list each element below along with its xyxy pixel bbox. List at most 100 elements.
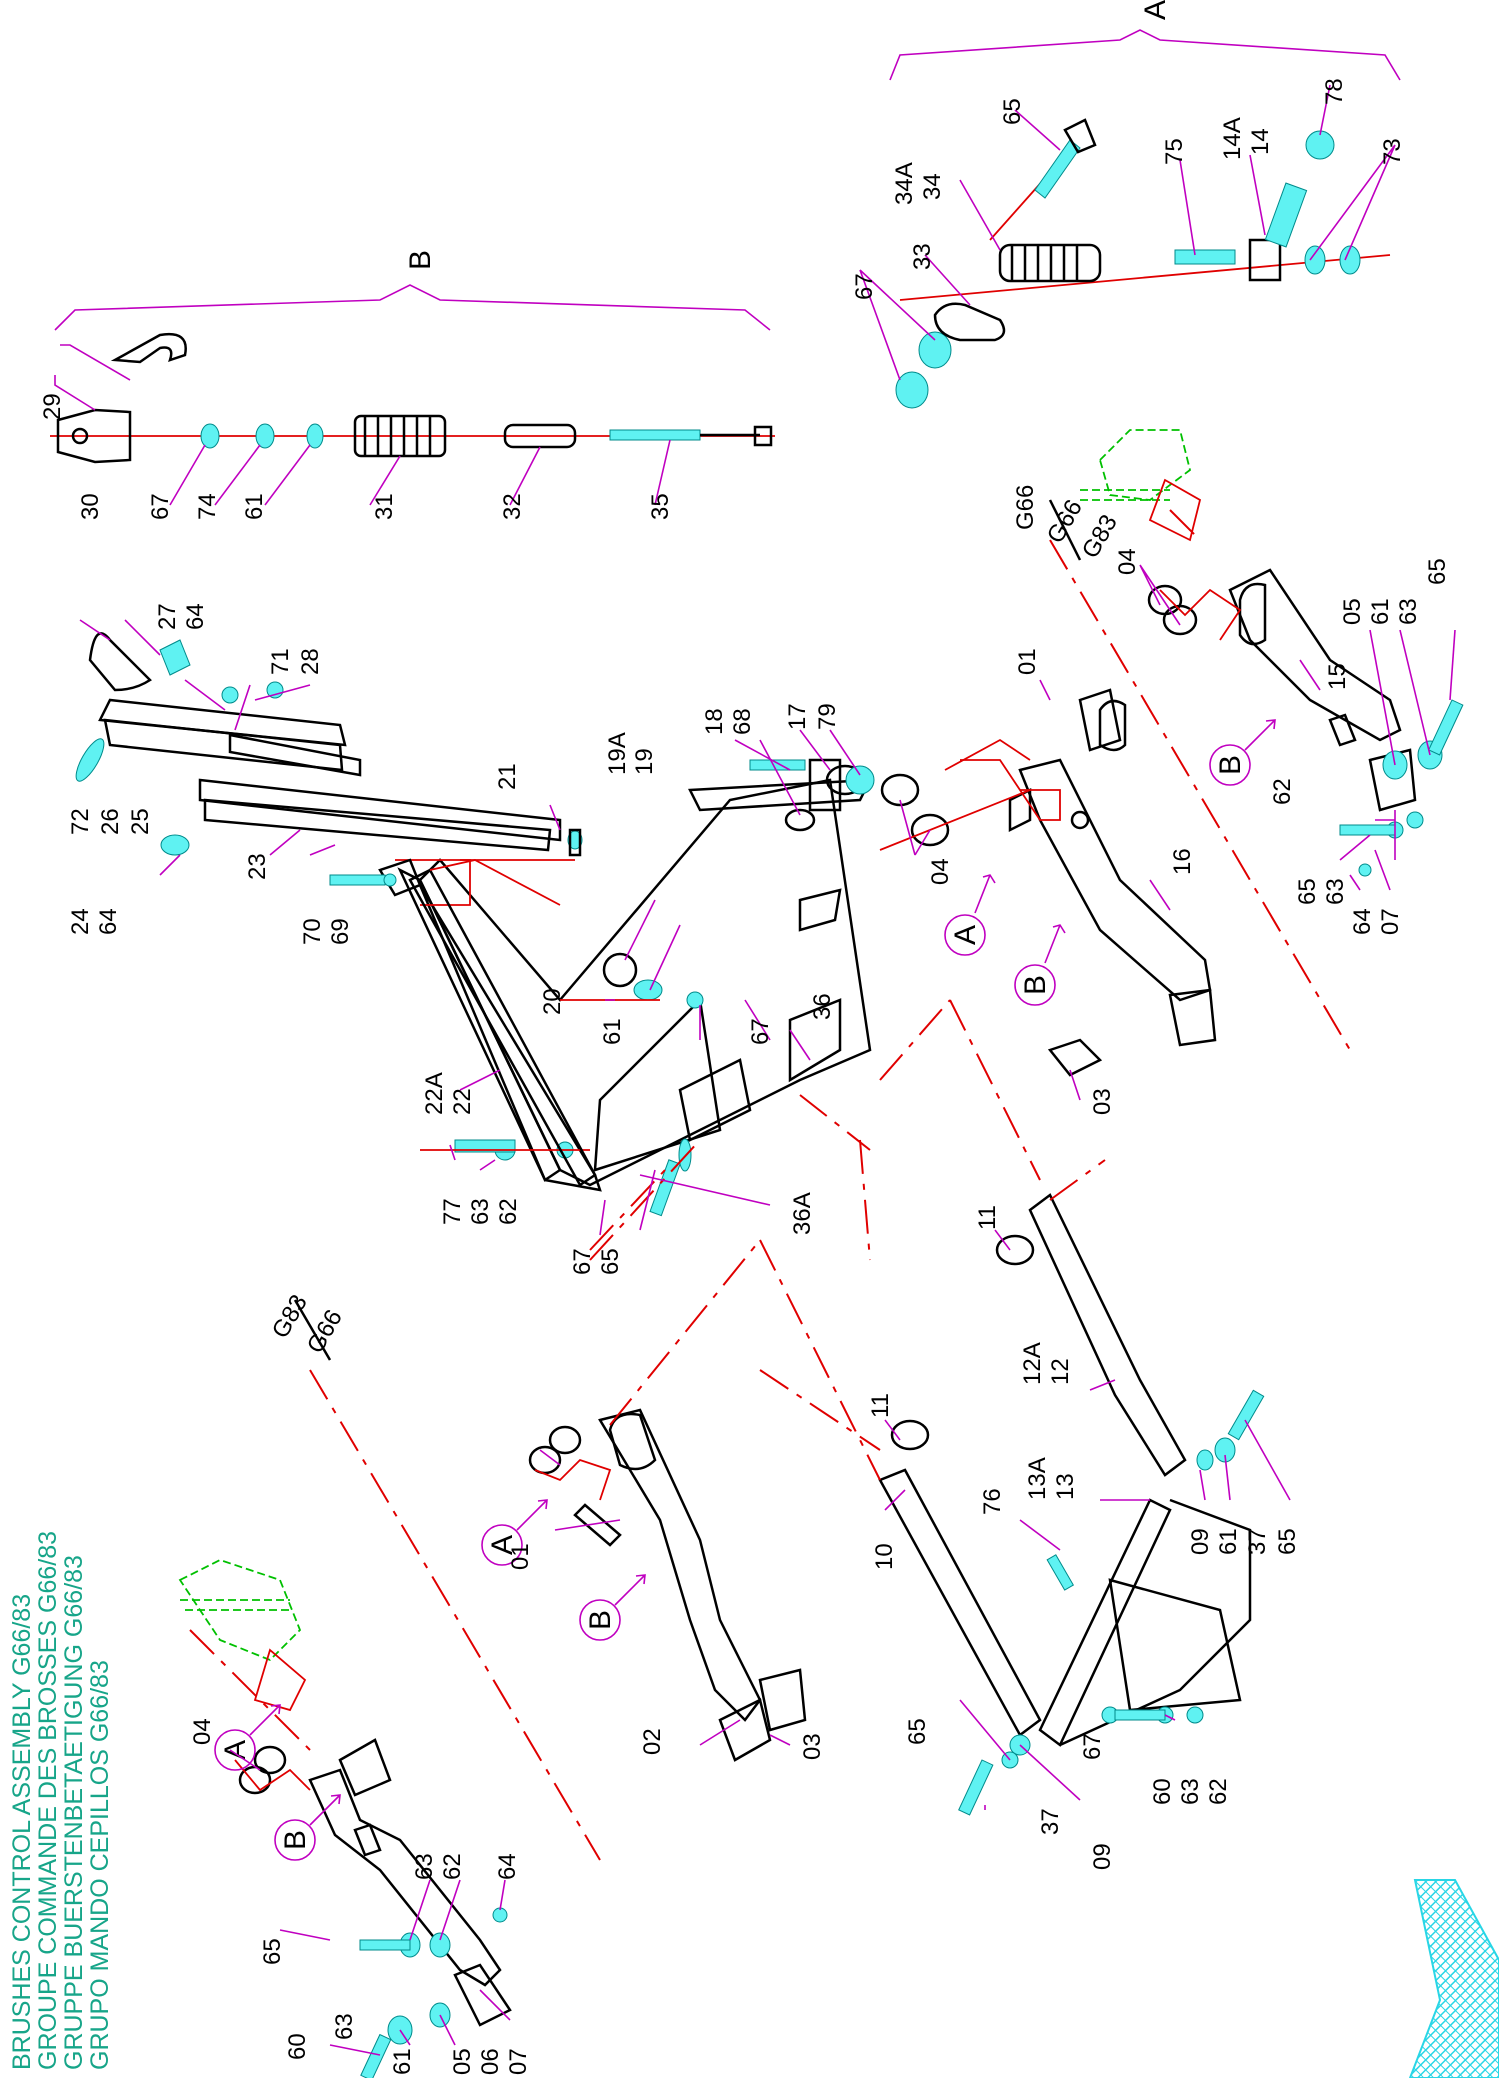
callout-20: 20 — [539, 988, 566, 1015]
callout-10: 10 — [871, 1543, 898, 1570]
callout-79: 79 — [814, 703, 841, 730]
group-b-bracket: B — [54, 250, 771, 331]
callout-28: 28 — [297, 648, 324, 675]
callout-76: 76 — [979, 1488, 1006, 1515]
callout-64: 64 — [1349, 908, 1376, 935]
callout-31: 31 — [371, 493, 398, 520]
callout-24: 24 — [67, 908, 94, 935]
callout-03: 03 — [1089, 1088, 1116, 1115]
callout-09: 09 — [1187, 1528, 1214, 1555]
callout-69: 69 — [327, 918, 354, 945]
callout-64: 64 — [95, 908, 122, 935]
callout-11: 11 — [867, 1393, 894, 1418]
callout-01: 01 — [1014, 648, 1041, 675]
callout-72: 72 — [67, 808, 94, 835]
callout-67: 67 — [147, 493, 174, 520]
callout-61: 61 — [1215, 1528, 1242, 1555]
callout-04: 04 — [189, 1718, 216, 1745]
right-arm-16 — [879, 688, 1217, 1077]
left-arm-02 — [528, 1408, 807, 1762]
callout-62: 62 — [1205, 1778, 1232, 1805]
callout-60: 60 — [1149, 1778, 1176, 1805]
callout-03: 03 — [799, 1733, 826, 1760]
callout-26: 26 — [97, 808, 124, 835]
callout-70: 70 — [299, 918, 326, 945]
callout-65: 65 — [904, 1718, 931, 1745]
callout-22: 22 — [449, 1088, 476, 1115]
svg-text:A: A — [486, 1535, 519, 1555]
variant-g66-right: G66 — [1042, 495, 1088, 548]
group-b-assembly — [50, 332, 775, 464]
callout-15: 15 — [1324, 663, 1351, 690]
ref-markers: A B B A B A B — [214, 719, 1276, 1861]
title-fr: GROUPE COMMANDE DES BROSSES G66/83 — [34, 1531, 62, 2070]
callout-07: 07 — [1377, 908, 1404, 935]
hook-part — [110, 332, 187, 364]
callout-35: 35 — [647, 493, 674, 520]
callout-29: 29 — [39, 393, 66, 420]
callout-04: 04 — [927, 858, 954, 885]
callout-06: 06 — [477, 2048, 504, 2075]
callout-37: 37 — [1244, 1528, 1271, 1555]
callout-75: 75 — [1161, 138, 1188, 165]
callout-65: 65 — [1424, 558, 1451, 585]
callout-01: 01 — [507, 1543, 534, 1570]
callout-13: 13 — [1052, 1473, 1079, 1500]
title-es: GRUPO MANDO CEPILLOS G66/83 — [86, 1660, 114, 2070]
tension-spring-part — [998, 243, 1102, 283]
leader-lines — [54, 84, 1456, 2056]
callout-64: 64 — [494, 1853, 521, 1880]
callout-71: 71 — [267, 648, 294, 675]
callout-62: 62 — [439, 1853, 466, 1880]
callout-63: 63 — [331, 2013, 358, 2040]
frame-plate-assembly — [395, 758, 875, 1217]
svg-text:B: B — [584, 1610, 617, 1630]
callout-67: 67 — [1079, 1733, 1106, 1760]
callout-34: 34 — [919, 173, 946, 200]
logo — [1408, 1879, 1499, 2078]
callout-30: 30 — [77, 493, 104, 520]
linkage-bars — [329, 828, 597, 1187]
svg-text:A: A — [949, 925, 982, 945]
variant-g66-left: G66 — [302, 1305, 348, 1358]
callout-68: 68 — [729, 708, 756, 735]
callout-65: 65 — [1274, 1528, 1301, 1555]
variant-separator-left: G83 G66 — [267, 1290, 348, 1361]
callout-33: 33 — [909, 243, 936, 270]
callout-37: 37 — [1037, 1808, 1064, 1835]
callout-17: 17 — [784, 703, 811, 730]
callout-67: 67 — [569, 1248, 596, 1275]
left-arm-far — [178, 1559, 512, 2078]
bottom-frame-assembly — [878, 1193, 1265, 1816]
callout-18: 18 — [701, 708, 728, 735]
callout-60: 60 — [284, 2033, 311, 2060]
callout-36: 36 — [809, 993, 836, 1020]
callout-64: 64 — [182, 603, 209, 630]
callout-11: 11 — [974, 1205, 1001, 1230]
callout-63: 63 — [1177, 1778, 1204, 1805]
callout-73: 73 — [1379, 138, 1406, 165]
callout-09: 09 — [1089, 1843, 1116, 1870]
callout-65: 65 — [1294, 878, 1321, 905]
title-block: BRUSHES CONTROL ASSEMBLY G66/83 GROUPE C… — [8, 1531, 114, 2070]
callout-77: 77 — [439, 1198, 466, 1225]
svg-text:B: B — [1214, 755, 1247, 775]
callout-19: 19 — [631, 748, 658, 775]
group-a-bracket: A — [889, 0, 1401, 81]
rod-part — [609, 425, 773, 447]
callout-22a: 22A — [421, 1072, 448, 1115]
callout-65: 65 — [259, 1938, 286, 1965]
callout-04: 04 — [1114, 548, 1141, 575]
variant-separator-right: G66 G83 — [1042, 495, 1123, 563]
callout-78: 78 — [1321, 78, 1348, 105]
callout-21: 21 — [494, 763, 521, 790]
callout-labels: 30 29 67 74 61 31 32 35 67 33 34A 34 65 … — [39, 78, 1451, 2075]
callout-61: 61 — [241, 493, 268, 520]
callout-62: 62 — [1269, 778, 1296, 805]
callout-05: 05 — [1339, 598, 1366, 625]
callout-07: 07 — [505, 2048, 532, 2075]
callout-63: 63 — [411, 1853, 438, 1880]
callout-63: 63 — [1395, 598, 1422, 625]
svg-text:B: B — [1019, 975, 1052, 995]
